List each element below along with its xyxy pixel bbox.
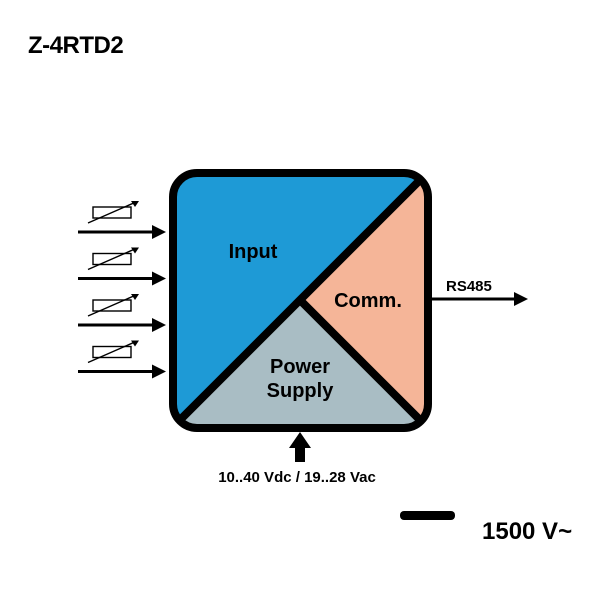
module-block (173, 173, 428, 428)
rs485-label: RS485 (446, 278, 492, 295)
power-section (173, 300, 428, 428)
rtd-sensor-input-2 (78, 247, 166, 286)
power-supply-label: 10..40 Vdc / 19..28 Vac (218, 469, 376, 486)
rs485-output-arrow (432, 292, 528, 306)
power-input-arrow (289, 432, 311, 462)
power-label-line2: Supply (267, 380, 335, 402)
comm-label: Comm. (334, 290, 402, 312)
module-outline (169, 169, 432, 432)
input-label: Input (229, 241, 278, 263)
page-title: Z-4RTD2 (28, 32, 124, 59)
isolation-bar-icon (400, 511, 455, 520)
power-label-line1: Power (270, 356, 330, 378)
rtd-sensor-input-1 (78, 201, 166, 239)
isolation-label: 1500 V~ (482, 518, 572, 545)
comm-section (300, 173, 428, 428)
divider-power-comm (297, 297, 423, 423)
rtd-sensor-input-4 (78, 340, 166, 379)
sensor-inputs (78, 201, 166, 379)
rtd-sensor-input-3 (78, 294, 166, 332)
